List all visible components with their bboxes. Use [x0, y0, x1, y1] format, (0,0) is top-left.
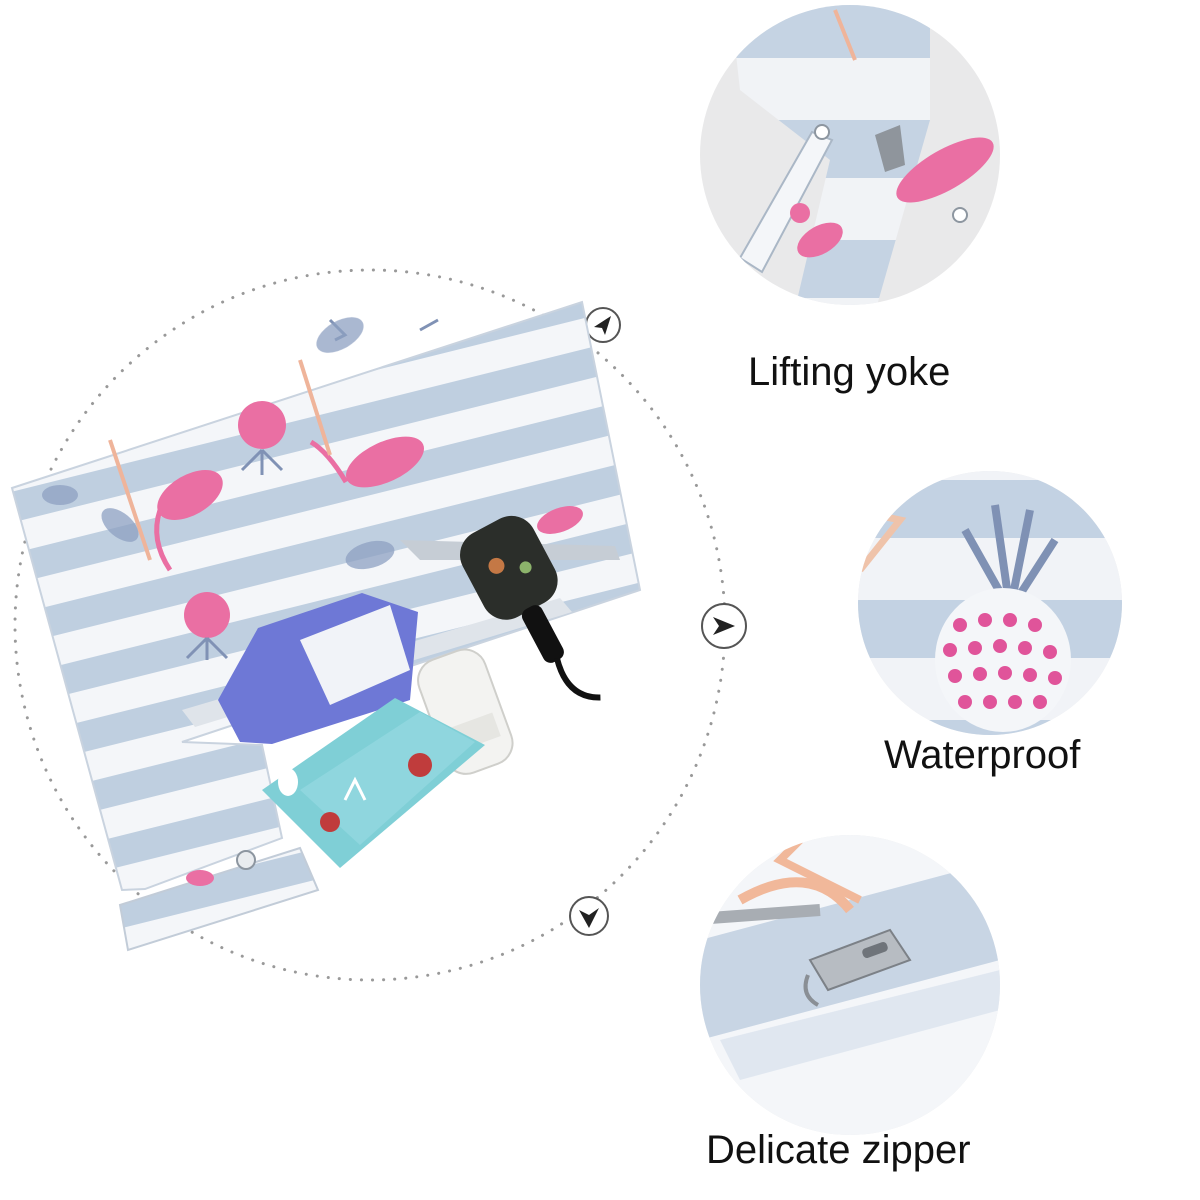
- detail-circle-delicate-zipper: [700, 835, 1000, 1135]
- feature-label-delicate-zipper: Delicate zipper: [706, 1128, 971, 1172]
- wet-bag-image: [10, 300, 642, 952]
- arrow-marker-icon: [585, 307, 621, 343]
- arrow-marker-icon: [701, 603, 747, 649]
- detail-circle-lifting-yoke: [700, 5, 1000, 305]
- feature-label-lifting-yoke: Lifting yoke: [748, 350, 951, 394]
- arrow-marker-icon: [569, 896, 609, 936]
- detail-circle-waterproof: [858, 471, 1122, 735]
- feature-label-waterproof: Waterproof: [884, 733, 1081, 777]
